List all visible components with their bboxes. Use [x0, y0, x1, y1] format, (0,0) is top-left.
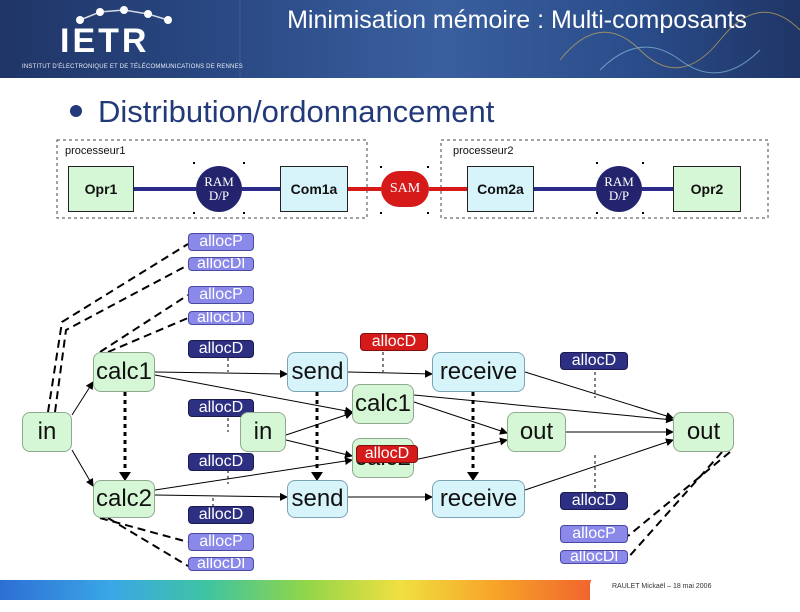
header-decoration — [76, 0, 800, 78]
alloc-label: allocP — [188, 233, 254, 251]
bullet-text: Distribution/ordonnancement — [98, 94, 495, 129]
alloc-label: allocD — [188, 453, 254, 471]
calc1-node: calc1 — [352, 384, 414, 424]
send-node: send — [287, 352, 348, 392]
bullet-item: Distribution/ordonnancement — [70, 94, 494, 130]
alloc-label: allocDl — [188, 557, 254, 571]
sam-node: SAM — [381, 171, 429, 207]
alloc-label: allocD — [560, 352, 628, 370]
opr2-box: Opr2 — [673, 166, 741, 212]
com1a-box: Com1a — [280, 166, 348, 212]
calc1-node: calc1 — [93, 352, 155, 392]
alloc-label: allocD — [356, 445, 418, 463]
ram1-label: RAM — [204, 174, 234, 189]
alloc-label: allocDl — [188, 257, 254, 271]
footer-tab — [590, 572, 800, 612]
alloc-label: allocDl — [560, 550, 628, 564]
logo: IETR — [60, 22, 150, 60]
ram2-label: RAM — [604, 174, 634, 189]
out-node: out — [673, 412, 734, 452]
alloc-label: allocDl — [188, 311, 254, 325]
opr1-box: Opr1 — [68, 166, 134, 212]
in-node: in — [22, 412, 72, 452]
page-title: Minimisation mémoire : Multi-composants — [287, 6, 747, 34]
alloc-label: allocD — [188, 340, 254, 358]
alloc-label: allocP — [188, 286, 254, 304]
out-node: out — [507, 412, 566, 452]
alloc-label: allocP — [188, 533, 254, 551]
com2a-box: Com2a — [467, 166, 534, 212]
send-node: send — [287, 480, 348, 518]
footer-credit: RAULET Mickaël – 18 mai 2006 — [612, 583, 712, 590]
logo-subtitle: INSTITUT D'ÉLECTRONIQUE ET DE TÉLÉCOMMUN… — [22, 64, 243, 70]
ram1-mode: D/P — [208, 188, 230, 203]
calc2-node: calc2 — [93, 480, 155, 518]
alloc-label: allocD — [188, 399, 254, 417]
alloc-label: allocD — [560, 492, 628, 510]
ram2-mode: D/P — [608, 188, 630, 203]
in-node: in — [240, 412, 286, 452]
bullet-dot-icon — [70, 104, 82, 117]
processor1-label: processeur1 — [65, 145, 126, 157]
processor1-group — [56, 139, 368, 219]
processor2-label: processeur2 — [453, 145, 514, 157]
processor2-group — [440, 139, 769, 219]
receive-node: receive — [432, 480, 525, 518]
ram1-node: RAM D/P — [196, 166, 242, 212]
receive-node: receive — [432, 352, 525, 392]
header-banner: IETR INSTITUT D'ÉLECTRONIQUE ET DE TÉLÉC… — [0, 0, 800, 78]
alloc-label: allocD — [360, 333, 428, 351]
alloc-label: allocP — [560, 525, 628, 543]
ram2-node: RAM D/P — [596, 166, 642, 212]
alloc-label: allocD — [188, 506, 254, 524]
